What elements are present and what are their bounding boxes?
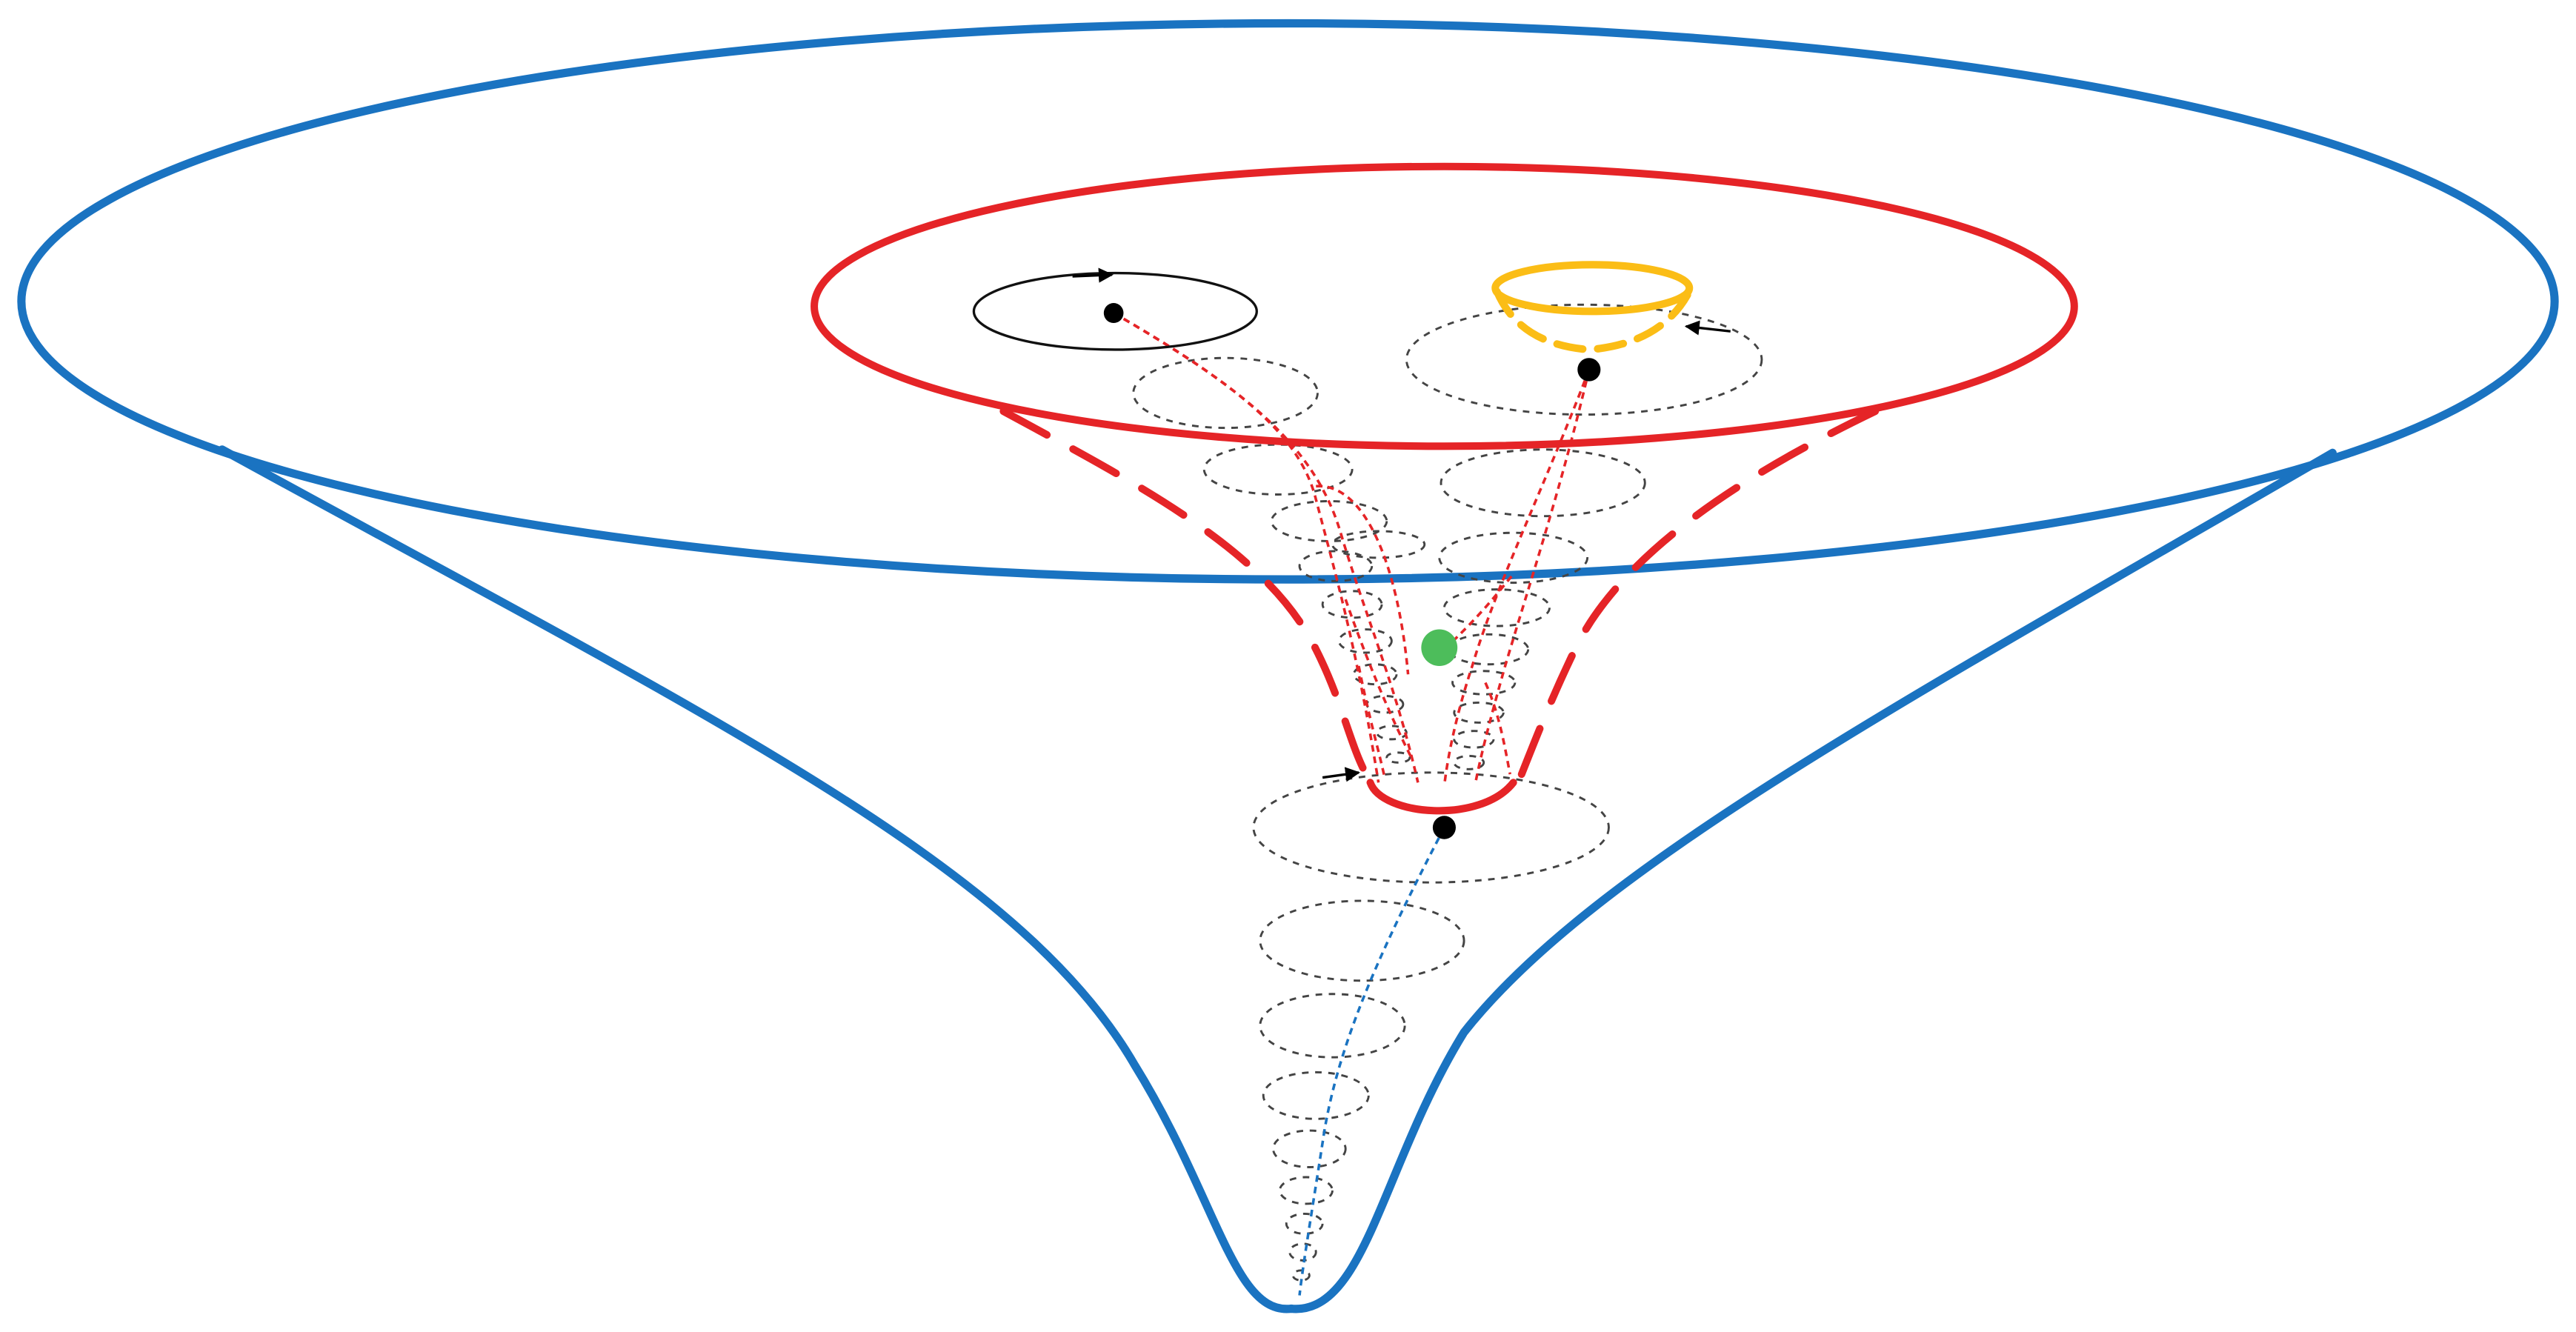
inner-funnel-left-wall xyxy=(999,407,1377,790)
orbit-ring xyxy=(1278,1176,1334,1205)
orbit-ring xyxy=(1288,1242,1317,1262)
orbit-ring xyxy=(1438,531,1589,585)
points xyxy=(1103,303,1601,839)
outer-funnel-right-wall xyxy=(1287,448,2337,1313)
orbit-ring xyxy=(1385,751,1411,764)
outer-funnel-left-wall xyxy=(218,445,1296,1313)
trajectory-secondary xyxy=(1443,573,1514,650)
orbit-ring xyxy=(1270,500,1388,542)
orbit-ring xyxy=(1440,448,1646,518)
orbit-ring xyxy=(1298,550,1374,582)
black-point-throat xyxy=(1432,816,1456,839)
orbit-ring xyxy=(1272,1129,1347,1168)
orbit-ring xyxy=(1453,730,1495,749)
orbit-ring xyxy=(1405,303,1763,416)
orbit-ring xyxy=(1337,628,1393,654)
trajectory-from-yellow-cap xyxy=(1474,369,1591,783)
arrow-icon xyxy=(1072,267,1114,283)
orbit-ring xyxy=(1259,993,1406,1059)
orbit-ring xyxy=(1262,1070,1370,1120)
trajectory-secondary xyxy=(1357,665,1387,780)
outer-funnel xyxy=(17,19,2559,1313)
orbit-ring xyxy=(1448,633,1530,666)
orbit-ring xyxy=(1321,590,1383,619)
orbit-ring xyxy=(1132,356,1319,430)
orbit-ring xyxy=(1451,670,1517,696)
inner-funnel-rim xyxy=(811,162,2078,450)
orbit-ring xyxy=(1453,754,1485,770)
outer-funnel-rim xyxy=(17,19,2559,584)
blue-trajectory xyxy=(1298,827,1446,1296)
orbit-ring xyxy=(1442,588,1551,627)
solid-orbit xyxy=(972,271,1258,351)
trajectory-secondary xyxy=(1316,484,1410,675)
inner-funnel-right-wall xyxy=(1517,407,1880,779)
trajectory-from-black-orbit xyxy=(1113,311,1420,783)
orbit-ring xyxy=(1202,443,1354,496)
trajectory-secondary xyxy=(1484,682,1511,775)
green-point xyxy=(1421,629,1458,666)
yellow-cap xyxy=(1491,261,1694,354)
lower-orbits xyxy=(1252,771,1610,1282)
red-trajectories xyxy=(1113,311,1591,787)
trajectory-secondary xyxy=(1344,599,1413,759)
orbit-ring xyxy=(1291,1269,1311,1282)
orbit-ring xyxy=(1453,701,1505,724)
orbit-arrows xyxy=(1072,267,1731,782)
upper-orbits xyxy=(1132,303,1763,770)
inner-funnel xyxy=(811,162,2078,815)
arrow-icon xyxy=(1684,320,1731,336)
orbit-ring xyxy=(1352,663,1398,686)
trajectory-from-black-orbit xyxy=(1113,311,1380,783)
trajectory-from-yellow-cap xyxy=(1442,369,1591,787)
orbit-ring xyxy=(1259,899,1465,982)
yellow-cap-bowl xyxy=(1493,287,1694,354)
black-point-yellow-cap xyxy=(1577,358,1601,382)
inner-funnel-throat xyxy=(1366,779,1517,815)
orbit-ring xyxy=(1285,1212,1324,1235)
orbit-ring xyxy=(1375,725,1408,741)
orbit-ring xyxy=(1252,771,1610,884)
arrow-icon xyxy=(1322,767,1360,782)
orbit-ring xyxy=(1331,530,1426,559)
black-point-orbit xyxy=(1103,303,1124,324)
